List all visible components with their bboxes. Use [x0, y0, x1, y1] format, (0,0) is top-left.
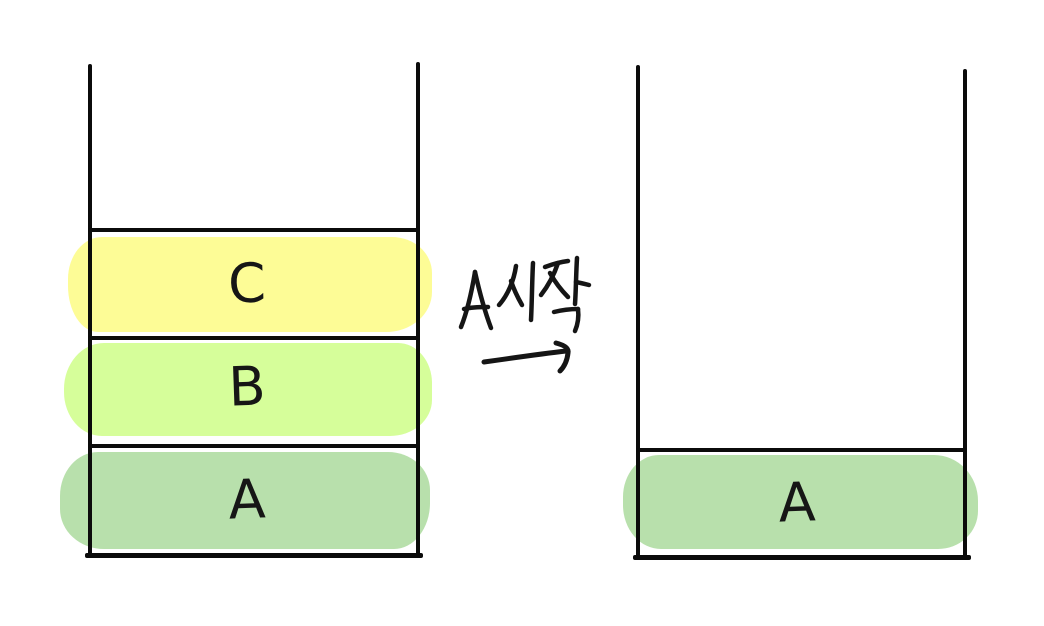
right-stack-item-a-highlight	[623, 455, 978, 549]
right-stack-line-bottom	[633, 555, 971, 560]
transition-annotation: A 시작	[448, 252, 608, 382]
left-stack-line-c-b	[88, 336, 420, 340]
transition-label-handwriting	[458, 255, 592, 374]
left-stack-wall-right	[416, 62, 420, 558]
right-stack-wall-right	[963, 69, 967, 560]
right-stack-item-a-label: A	[777, 470, 817, 535]
left-stack-line-b-a	[88, 444, 420, 448]
stack-item-a-label: A	[227, 467, 267, 532]
stack-item-c-highlight	[68, 237, 432, 332]
handwritten-hangul-si	[496, 260, 536, 323]
stack-item-b-label: B	[227, 354, 267, 419]
right-stack-wall-left	[636, 65, 640, 558]
stack-item-a-highlight	[60, 452, 430, 549]
left-stack-wall-left	[88, 64, 92, 558]
handwritten-letter-a	[458, 269, 494, 331]
stack-item-b-highlight	[64, 343, 432, 436]
handwritten-hangul-jak	[538, 255, 592, 334]
right-stack-line-top-of-a	[636, 448, 967, 452]
left-stack-line-top-of-c	[88, 228, 420, 232]
left-stack-line-bottom	[85, 553, 423, 558]
stack-item-c-label: C	[227, 251, 267, 316]
arrow-right-icon	[481, 340, 571, 374]
